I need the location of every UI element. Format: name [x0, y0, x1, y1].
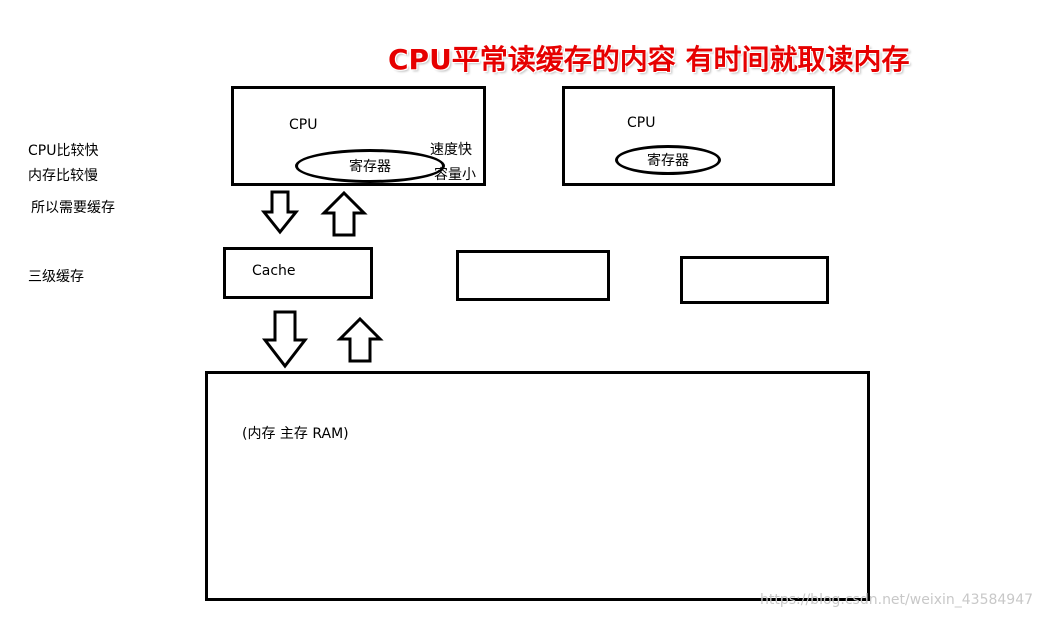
down-arrow-cpu-to-cache	[260, 190, 300, 235]
cache-box: Cache	[223, 247, 373, 299]
register-oval-right: 寄存器	[615, 145, 721, 175]
memory-label: (内存 主存 RAM)	[242, 426, 349, 442]
down-arrow-cache-to-memory	[261, 310, 309, 369]
cache-box-2	[456, 250, 610, 301]
cpu-right-label: CPU	[627, 115, 656, 131]
cpu-left-label: CPU	[289, 117, 318, 133]
register-left-label: 寄存器	[349, 159, 391, 175]
note-need-cache: 所以需要缓存	[31, 200, 115, 216]
up-arrow-memory-to-cache	[336, 316, 384, 363]
note-cpu-fast: CPU比较快	[28, 143, 99, 159]
cpu-left-speed-fast: 速度快	[430, 142, 472, 158]
diagram-title: CPU平常读缓存的内容 有时间就取读内存	[388, 43, 910, 76]
register-oval-left: 寄存器	[295, 149, 445, 183]
cache-box-3	[680, 256, 829, 304]
memory-box: (内存 主存 RAM)	[205, 371, 870, 601]
note-memory-slow: 内存比较慢	[28, 168, 98, 184]
register-right-label: 寄存器	[647, 153, 689, 169]
cache-label: Cache	[252, 263, 296, 279]
cpu-left-capacity-small: 容量小	[434, 167, 476, 183]
up-arrow-cache-to-cpu	[320, 190, 368, 237]
watermark-text: https://blog.csdn.net/weixin_43584947	[760, 592, 1034, 608]
note-three-level-cache: 三级缓存	[28, 269, 84, 285]
